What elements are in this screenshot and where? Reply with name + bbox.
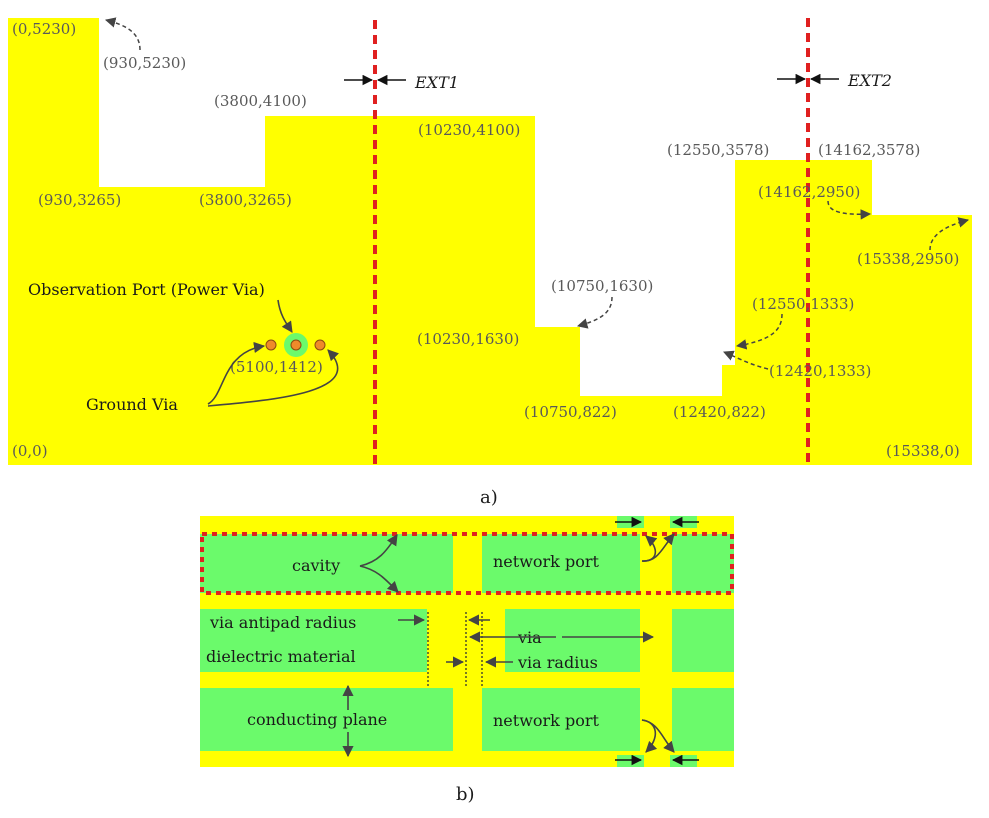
- corner-label: (15338,0): [886, 442, 960, 460]
- corner-label: (10230,4100): [418, 121, 520, 139]
- network-port-bottom-label: network port: [493, 711, 599, 730]
- ground-via-label: Ground Via: [86, 395, 178, 414]
- ground-via-right-icon: [314, 339, 326, 351]
- corner-label: (14162,3578): [818, 141, 920, 159]
- panel-b-arrows: [342, 533, 675, 758]
- corner-label: (930,3265): [38, 191, 121, 209]
- cavity-boundary-box: [200, 532, 734, 595]
- ext2-label: EXT2: [847, 71, 892, 90]
- power-via-icon: [290, 339, 302, 351]
- via-coordinate-label: (5100,1412): [230, 358, 323, 376]
- panel-b: cavity network port via antipad radius v…: [200, 516, 734, 805]
- corner-label: (10750,1630): [551, 277, 653, 295]
- corner-label: (15338,2950): [857, 250, 959, 268]
- corner-label: (12420,1333): [769, 362, 871, 380]
- corner-label: (0,5230): [12, 20, 76, 38]
- panel-a-caption: a): [480, 487, 498, 508]
- corner-label: (12420,822): [673, 403, 766, 421]
- corner-label: (12550,1333): [752, 295, 854, 313]
- panel-a: EXT1 EXT2 (0,5230) (930,5230) (3800,4100…: [8, 17, 972, 508]
- via-radius-label: via radius: [517, 653, 598, 672]
- ext1-label: EXT1: [414, 73, 459, 92]
- conducting-plane-label: conducting plane: [247, 710, 387, 729]
- corner-label: (930,5230): [103, 54, 186, 72]
- board-outline-shape: [8, 18, 972, 465]
- corner-label: (10230,1630): [417, 330, 519, 348]
- ground-via-left-icon: [265, 339, 277, 351]
- via-antipad-radius-label: via antipad radius: [209, 613, 356, 632]
- observation-port-label: Observation Port (Power Via): [28, 280, 265, 299]
- panel-b-caption: b): [456, 784, 475, 805]
- cavity-label: cavity: [292, 556, 340, 575]
- radius-guide-lines: [427, 612, 483, 688]
- corner-label: (12550,3578): [667, 141, 769, 159]
- corner-label: (0,0): [12, 442, 48, 460]
- ground-via-arrows: [207, 341, 340, 407]
- network-port-top-label: network port: [493, 552, 599, 571]
- dielectric-material-label: dielectric material: [206, 647, 356, 666]
- corner-label: (14162,2950): [758, 183, 860, 201]
- observation-port-arrow: [277, 299, 293, 333]
- corner-pointer-arrows: [104, 17, 970, 370]
- corner-label: (10750,822): [524, 403, 617, 421]
- dielectric-regions: [200, 516, 734, 767]
- corner-label: (3800,4100): [214, 92, 307, 110]
- corner-label: (3800,3265): [199, 191, 292, 209]
